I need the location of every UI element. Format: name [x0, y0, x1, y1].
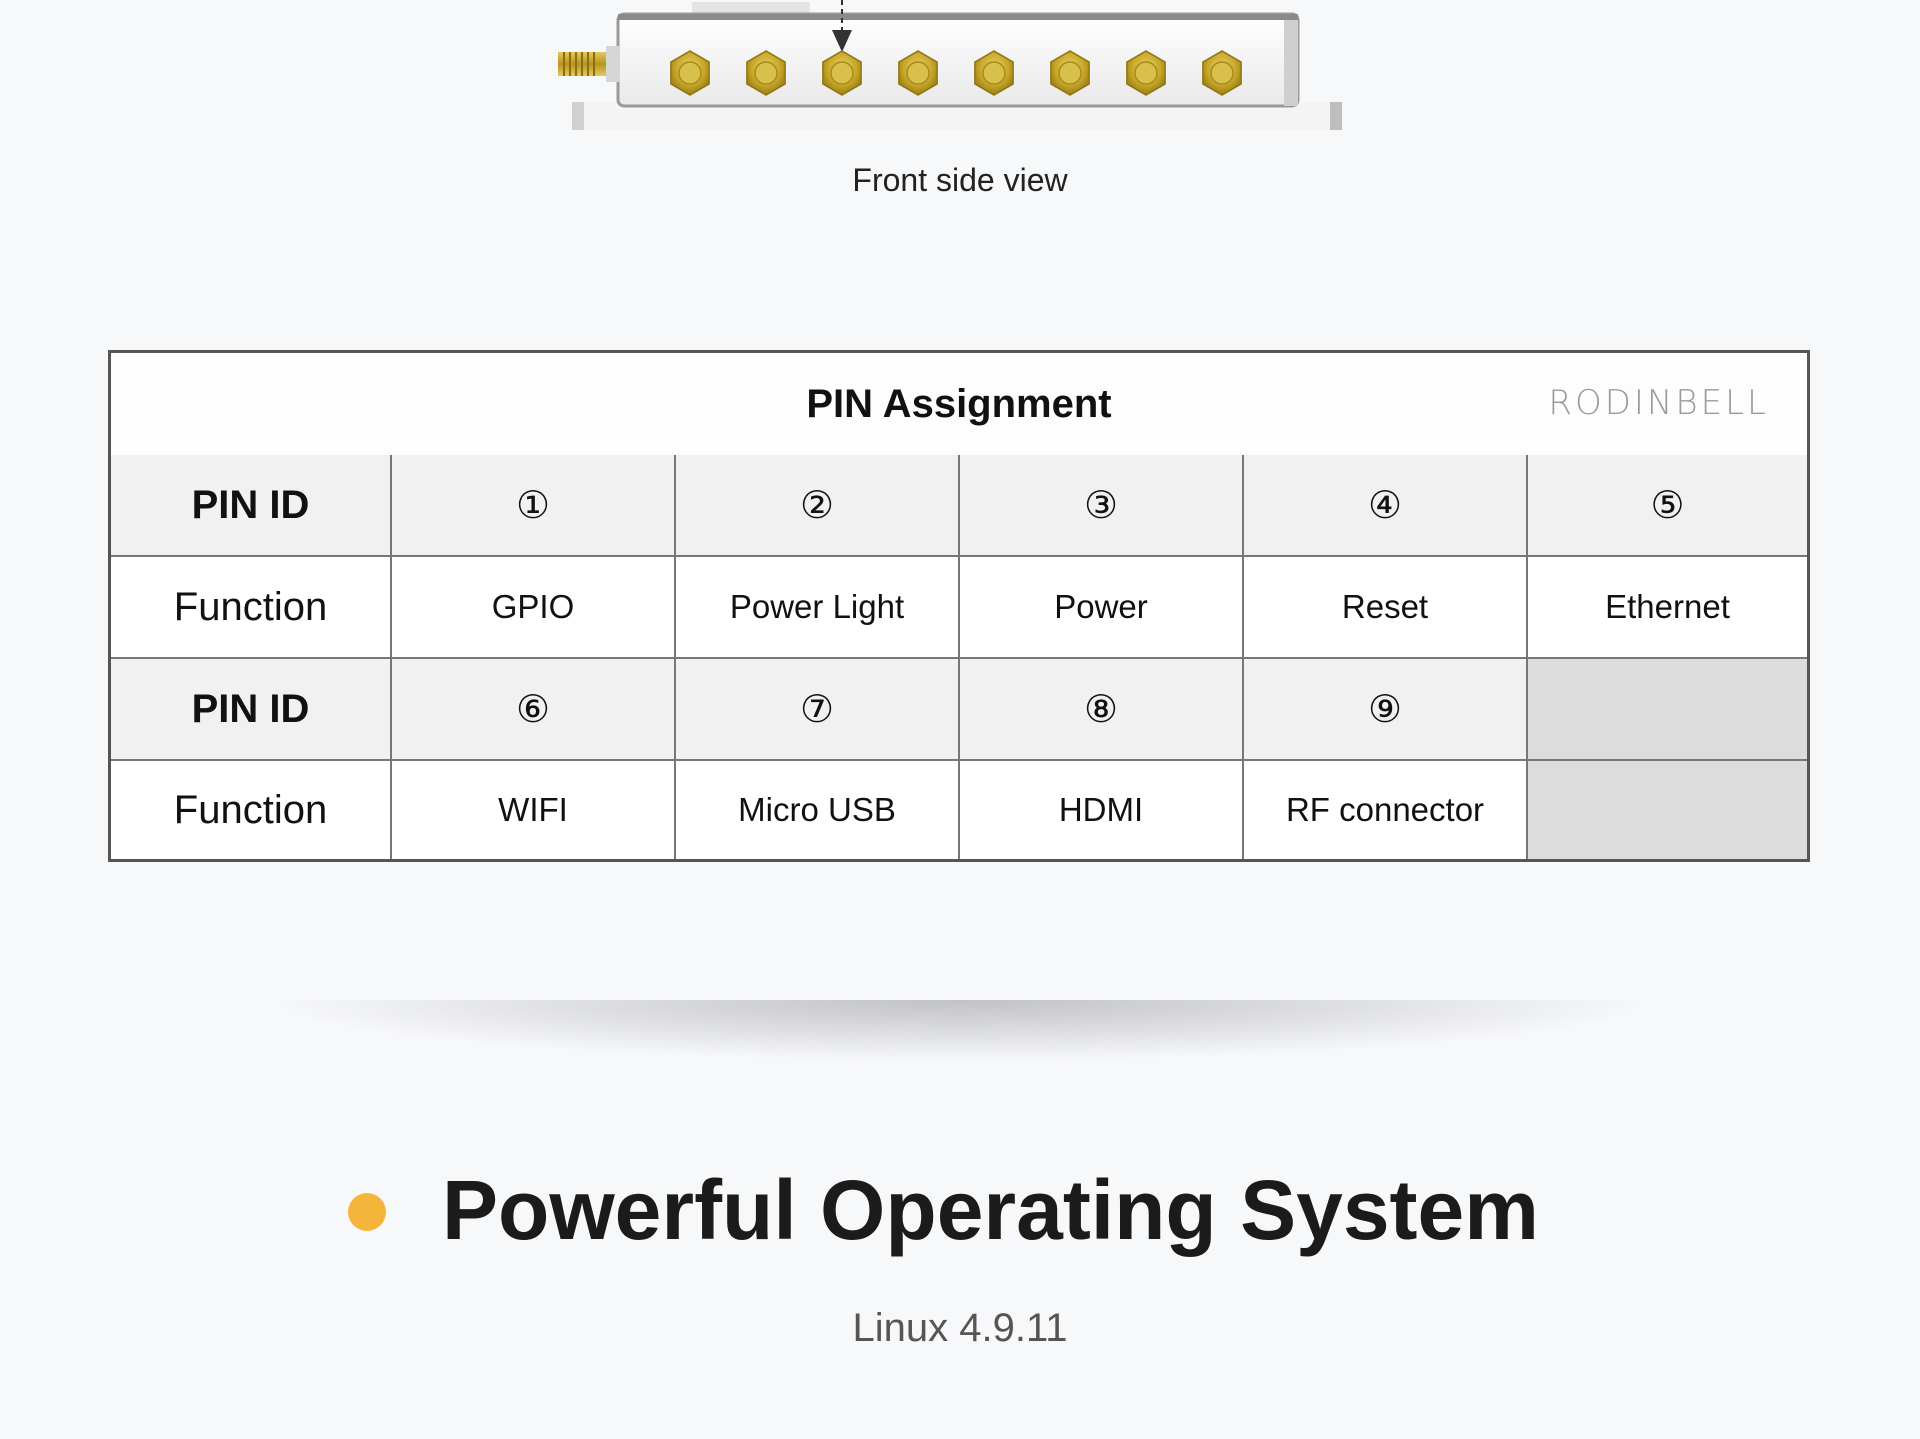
- empty-cell: [1528, 761, 1807, 859]
- section-subtitle: Linux 4.9.11: [852, 1306, 1068, 1350]
- device-caption: Front side view: [852, 162, 1068, 198]
- pin-id-cell: ⑨: [1244, 659, 1528, 761]
- pin-id-cell: ⑤: [1528, 455, 1807, 557]
- port-center-icon: [982, 61, 1006, 85]
- table-title-row: PIN Assignment RODINBELL: [111, 353, 1807, 457]
- function-cell: HDMI: [960, 761, 1244, 859]
- function-cell: Ethernet: [1528, 557, 1807, 659]
- port-center-icon: [678, 61, 702, 85]
- brand-logo: RODINBELL: [1548, 383, 1769, 423]
- pin-id-cell: ⑧: [960, 659, 1244, 761]
- section-divider-shadow: [280, 1000, 1640, 1060]
- pin-id-cell: ⑦: [676, 659, 960, 761]
- bullet-dot-icon: [348, 1193, 386, 1231]
- section-title: Powerful Operating System: [442, 1163, 1539, 1257]
- pin-id-cell: ⑥: [392, 659, 676, 761]
- function-cell: Power: [960, 557, 1244, 659]
- port-center-icon: [830, 61, 854, 85]
- empty-cell: [1528, 659, 1807, 761]
- pin-assignment-table: PIN Assignment RODINBELL PIN ID ① ② ③ ④ …: [108, 350, 1810, 862]
- row-label-pin-id: PIN ID: [111, 659, 392, 761]
- function-cell: GPIO: [392, 557, 676, 659]
- row-label-pin-id: PIN ID: [111, 455, 392, 557]
- section-heading: Powerful Operating System: [0, 1160, 1920, 1260]
- function-cell: Power Light: [676, 557, 960, 659]
- function-cell: Reset: [1244, 557, 1528, 659]
- port-center-icon: [754, 61, 778, 85]
- pin-id-cell: ②: [676, 455, 960, 557]
- port-center-icon: [1210, 61, 1234, 85]
- row-label-function: Function: [111, 761, 392, 859]
- port-center-icon: [906, 61, 930, 85]
- port-center-icon: [1058, 61, 1082, 85]
- function-cell: RF connector: [1244, 761, 1528, 859]
- row-label-function: Function: [111, 557, 392, 659]
- pin-id-cell: ①: [392, 455, 676, 557]
- function-cell: WIFI: [392, 761, 676, 859]
- pin-id-cell: ③: [960, 455, 1244, 557]
- pin-id-cell: ④: [1244, 455, 1528, 557]
- device-front-view-illustration: [540, 0, 1360, 140]
- table-title: PIN Assignment: [806, 382, 1112, 426]
- pin-grid: PIN ID ① ② ③ ④ ⑤ Function GPIO Power Lig…: [111, 455, 1807, 859]
- function-cell: Micro USB: [676, 761, 960, 859]
- device-svg: [558, 0, 1342, 130]
- port-center-icon: [1134, 61, 1158, 85]
